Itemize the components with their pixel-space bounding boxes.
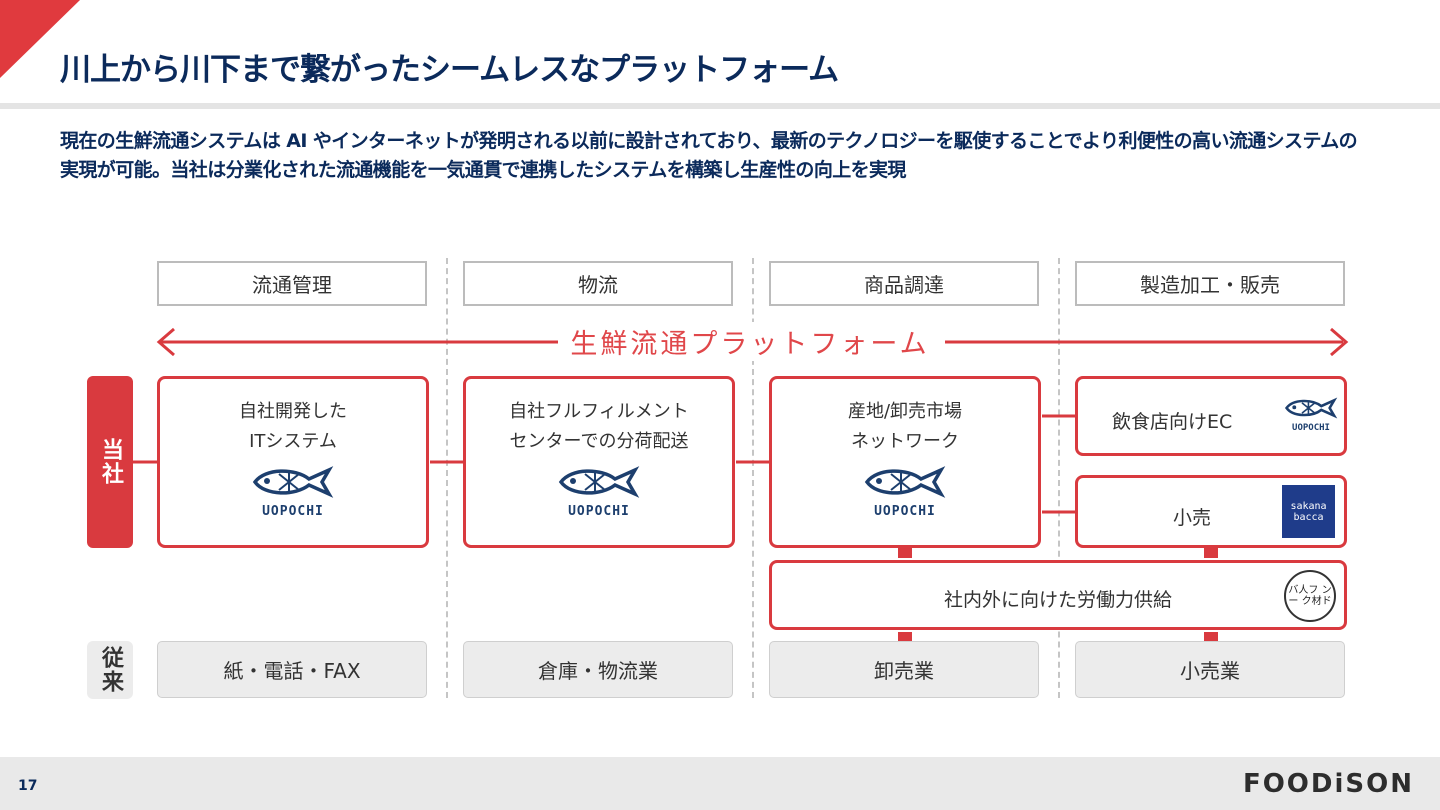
box-caption-line2: ITシステム	[249, 431, 337, 452]
fish-icon	[1284, 397, 1338, 419]
row-label-conventional-text: 従来	[98, 646, 123, 694]
platform-label: 生鮮流通プラットフォーム	[565, 322, 935, 361]
box-caption: 産地/卸売市場 ネットワーク	[772, 397, 1038, 457]
column-header-management: 流通管理	[157, 261, 427, 306]
company-box-network: 産地/卸売市場 ネットワーク UOPOCHI	[769, 376, 1041, 548]
column-divider	[446, 258, 448, 698]
box-caption: 自社フルフィルメント センターでの分荷配送	[466, 397, 732, 457]
uopochi-logo: UOPOCHI	[863, 465, 947, 519]
labor-supply-label: 社内外に向けた労働力供給	[943, 589, 1172, 611]
uopochi-logo-small: UOPOCHI	[1284, 397, 1338, 433]
column-header-logistics: 物流	[463, 261, 733, 306]
title-divider	[0, 103, 1440, 109]
row-label-company: 当社	[87, 376, 133, 548]
conventional-retail: 小売業	[1075, 641, 1345, 698]
corner-accent	[0, 0, 80, 78]
company-box-fulfillment: 自社フルフィルメント センターでの分荷配送 UOPOCHI	[463, 376, 735, 548]
column-header-procurement: 商品調達	[769, 261, 1039, 306]
lead-paragraph: 現在の生鮮流通システムは AI やインターネットが発明される以前に設計されており…	[60, 130, 1358, 181]
fish-icon	[558, 466, 640, 498]
fish-icon	[252, 466, 334, 498]
uopochi-logo: UOPOCHI	[557, 465, 641, 519]
box-caption-line1: 自社フルフィルメント	[509, 401, 689, 422]
column-divider	[1058, 258, 1060, 698]
company-box-it-system: 自社開発した ITシステム UOPOCHI	[157, 376, 429, 548]
conventional-logistics: 倉庫・物流業	[463, 641, 733, 698]
fish-icon	[864, 466, 946, 498]
box-caption-line1: 産地/卸売市場	[847, 401, 963, 422]
row-label-company-text: 当社	[98, 438, 123, 486]
foodison-logo: FOODiSON	[1242, 769, 1414, 799]
restaurant-ec-box: 飲食店向けEC UOPOCHI	[1075, 376, 1347, 456]
retail-label: 小売	[1173, 507, 1212, 529]
row-label-conventional: 従来	[87, 641, 133, 699]
column-header-sales: 製造加工・販売	[1075, 261, 1345, 306]
conventional-wholesale: 卸売業	[769, 641, 1039, 698]
uopochi-logo: UOPOCHI	[251, 465, 335, 519]
baito-ninfund-badge: バ人フ ン ー ク材ド	[1284, 570, 1336, 622]
uopochi-wordmark: UOPOCHI	[1292, 423, 1330, 433]
conventional-management: 紙・電話・FAX	[157, 641, 427, 698]
footer-bar	[0, 757, 1440, 810]
page-title: 川上から川下まで繋がったシームレスなプラットフォーム	[60, 52, 839, 88]
uopochi-wordmark: UOPOCHI	[568, 504, 630, 519]
restaurant-ec-label: 飲食店向けEC	[1112, 411, 1233, 433]
page-number: 17	[18, 778, 38, 794]
uopochi-wordmark: UOPOCHI	[874, 504, 936, 519]
box-caption-line2: ネットワーク	[851, 431, 959, 452]
sakana-bacca-line1: sakana	[1290, 500, 1327, 512]
box-caption: 自社開発した ITシステム	[160, 397, 426, 457]
uopochi-wordmark: UOPOCHI	[262, 504, 324, 519]
column-divider	[752, 258, 754, 698]
sakana-bacca-logo: sakana bacca	[1282, 485, 1335, 538]
box-caption-line1: 自社開発した	[239, 401, 347, 422]
box-caption-line2: センターでの分荷配送	[509, 431, 689, 452]
sakana-bacca-line2: bacca	[1293, 511, 1324, 523]
labor-supply-box: 社内外に向けた労働力供給	[769, 560, 1347, 630]
